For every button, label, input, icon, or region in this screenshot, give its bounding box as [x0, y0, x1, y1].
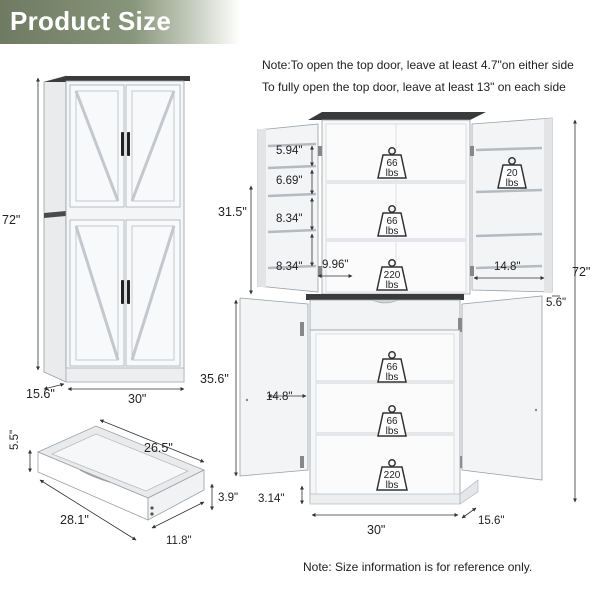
weight-value: 220 [384, 270, 401, 281]
dim-cabinet-depth: 15.6" [26, 387, 55, 401]
note-top-door-either: Note:To open the top door, leave at leas… [262, 58, 574, 72]
dim-drawer-depth: 28.1" [60, 513, 89, 527]
dim-shelf-8-34-a: 8.34" [276, 213, 303, 225]
dim-lower-inner-width: 14.8" [266, 391, 293, 403]
weight-badges: 66 lbs 66 lbs 220 lbs 20 lbs [376, 147, 527, 491]
weight-icon: 220 lbs [376, 259, 408, 291]
dim-drawer-width: 26.5" [144, 441, 173, 455]
weight-icon: 220 lbs [376, 459, 408, 491]
dim-shelf-8-34-b: 8.34" [276, 261, 303, 273]
weight-value: 20 [506, 168, 518, 179]
dim-leg-height: 3.14" [258, 493, 285, 505]
dim-cabinet-height: 72" [2, 213, 21, 227]
weight-value: 66 [386, 416, 398, 427]
closed-cabinet [36, 75, 190, 391]
banner-title: Product Size [10, 6, 172, 36]
drawer-illustration [28, 419, 214, 541]
dim-lower-depth-right: 5.6" [546, 297, 567, 309]
note-reference: Note: Size information is for reference … [303, 560, 533, 574]
weight-unit: lbs [386, 372, 399, 383]
weight-value: 220 [384, 470, 401, 481]
weight-unit: lbs [506, 178, 519, 189]
dim-shelf-5-94: 5.94" [276, 145, 303, 157]
weight-icon: 20 lbs [497, 157, 527, 189]
dim-drawer-front: 11.8" [166, 535, 192, 547]
weight-value: 66 [386, 158, 398, 169]
dim-cabinet-width: 30" [128, 392, 147, 406]
weight-unit: lbs [386, 426, 399, 437]
dim-lower-width: 30" [367, 523, 386, 537]
dim-upper-height: 31.5" [218, 205, 247, 219]
weight-icon: 66 lbs [377, 147, 407, 179]
weight-value: 66 [386, 362, 398, 373]
weight-icon: 66 lbs [377, 205, 407, 237]
dim-door-rack-depth: 9.96" [322, 259, 349, 271]
dim-upper-inner-width: 14.8" [494, 261, 521, 273]
dim-shelf-6-69: 6.69" [276, 175, 303, 187]
weight-value: 66 [386, 216, 398, 227]
dim-lower-depth: 15.6" [478, 515, 505, 527]
weight-icon: 66 lbs [377, 405, 407, 437]
weight-unit: lbs [386, 280, 399, 291]
note-top-door-each: To fully open the top door, leave at lea… [262, 80, 566, 94]
dim-right-height: 72" [572, 265, 591, 279]
dim-drawer-inner-height: 3.9" [218, 492, 239, 504]
weight-unit: lbs [386, 168, 399, 179]
title-banner: Product Size [0, 0, 240, 44]
dim-lower-height: 35.6" [200, 372, 229, 386]
weight-icon: 66 lbs [377, 351, 407, 383]
weight-unit: lbs [386, 480, 399, 491]
weight-unit: lbs [386, 226, 399, 237]
dim-drawer-height: 5.5" [9, 429, 21, 450]
